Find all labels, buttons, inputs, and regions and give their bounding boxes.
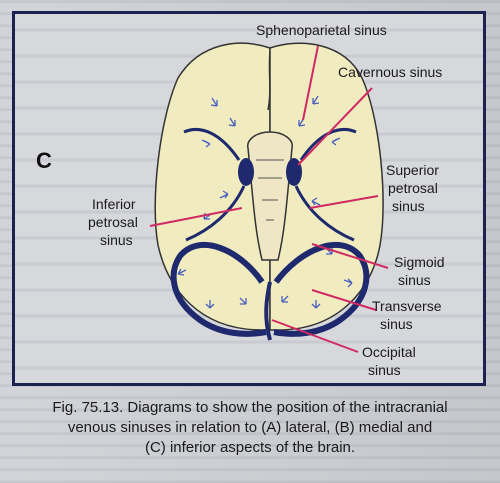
caption-line-3: (C) inferior aspects of the brain. xyxy=(0,438,500,458)
figure-caption: Fig. 75.13. Diagrams to show the positio… xyxy=(0,398,500,458)
left-cavernous-sinus xyxy=(238,158,254,186)
label-cavernous-sinus: Cavernous sinus xyxy=(338,64,442,80)
caption-line-2: venous sinuses in relation to (A) latera… xyxy=(0,418,500,438)
panel-letter: C xyxy=(36,148,52,174)
caption-line-1: Fig. 75.13. Diagrams to show the positio… xyxy=(0,398,500,418)
label-sphenoparietal-sinus: Sphenoparietal sinus xyxy=(256,22,387,38)
